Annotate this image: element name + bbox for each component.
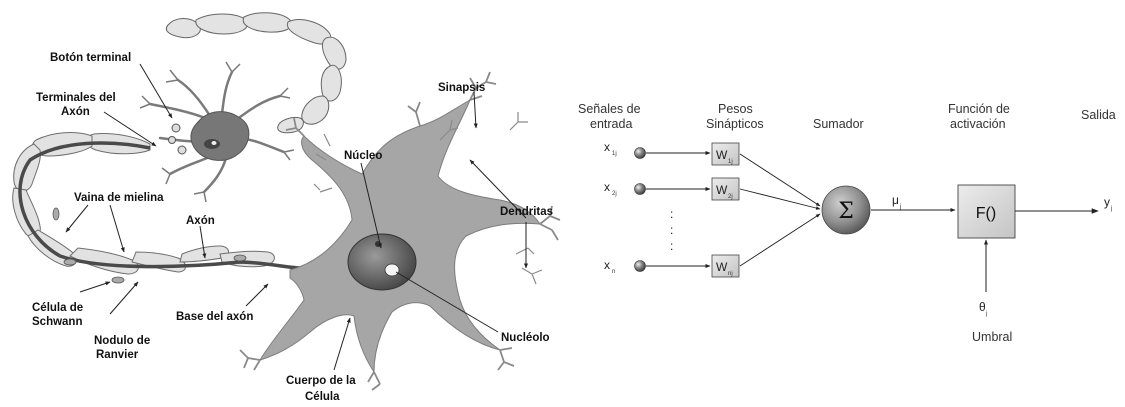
input-sub-n: n: [612, 269, 615, 275]
label-boton-terminal: Botón terminal: [50, 52, 131, 64]
label-axon: Axón: [186, 215, 215, 227]
threshold-sub: j: [985, 311, 987, 317]
activation-box: F(): [958, 185, 1015, 238]
input-node-n: [635, 261, 646, 272]
activation-function-label: F(): [976, 205, 996, 222]
label-nodulo-ranvier-line2: Ranvier: [96, 349, 139, 361]
header-salida: Salida: [1081, 108, 1116, 122]
header-funcion-line2: activación: [950, 117, 1006, 131]
label-cuerpo-celula-line2: Célula: [305, 391, 340, 403]
label-terminales-axon-line2: Axón: [61, 106, 90, 118]
label-base-axon: Base del axón: [176, 311, 253, 323]
output-sub: j: [1110, 206, 1112, 212]
label-terminales-axon-line1: Terminales del: [36, 92, 116, 104]
label-vaina-mielina: Vaina de mielina: [74, 192, 164, 204]
header-pesos-line1: Pesos: [718, 102, 753, 116]
net-sub: j: [899, 204, 901, 210]
nucleus: [348, 234, 416, 290]
header-pesos-line2: Sinápticos: [706, 117, 764, 131]
input-symbol-1: x: [604, 140, 610, 154]
header-senales-line1: Señales de: [578, 102, 641, 116]
label-nodulo-ranvier-line1: Nodulo de: [94, 335, 150, 347]
net-symbol: μ: [892, 193, 899, 207]
header-senales-line2: entrada: [590, 117, 632, 131]
weight-box-n: W nj: [712, 255, 739, 277]
weight-symbol-n: W: [716, 260, 728, 274]
label-dendritas: Dendritas: [500, 206, 553, 218]
input-sub-1: 1j: [612, 151, 617, 157]
weight-sub-n: nj: [728, 271, 733, 277]
ellipsis-dot-1: :: [670, 207, 673, 221]
label-nucleo: Núcleo: [344, 150, 382, 162]
output-symbol: y: [1104, 195, 1110, 209]
label-cuerpo-celula-line1: Cuerpo de la: [286, 375, 356, 387]
threshold-symbol: θ: [979, 300, 986, 314]
input-symbol-n: x: [604, 258, 610, 272]
upper-neuron: [140, 62, 294, 202]
input-sub-2: 2j: [612, 191, 617, 197]
weight-symbol-2: W: [716, 183, 728, 197]
nucleolus: [385, 264, 399, 276]
label-nucleolo: Nucléolo: [501, 332, 550, 344]
input-arrows: [646, 153, 710, 266]
weight-sub-2: 2j: [728, 194, 733, 200]
weight-arrows: [740, 154, 820, 266]
column-headers: Señales de entrada Pesos Sinápticos Suma…: [578, 102, 1116, 131]
schwann-nuclei: [53, 208, 246, 283]
ellipsis-dot-3: :: [670, 239, 673, 253]
input-node-1: [635, 148, 646, 159]
input-node-2: [635, 184, 646, 195]
artificial-neuron: Señales de entrada Pesos Sinápticos Suma…: [578, 102, 1116, 344]
header-sumador: Sumador: [813, 117, 864, 131]
header-funcion-line1: Función de: [948, 102, 1010, 116]
umbral-label: Umbral: [972, 330, 1012, 344]
ellipsis-dot-2: :: [670, 223, 673, 237]
biological-neuron: Botón terminal Terminales del Axón Vaina…: [13, 13, 560, 403]
weight-symbol-1: W: [716, 148, 728, 162]
input-symbol-2: x: [604, 180, 610, 194]
weight-box-2: W 2j: [712, 178, 739, 200]
weight-sub-1: 1j: [728, 159, 733, 165]
label-celula-schwann-line1: Célula de: [32, 302, 83, 314]
summation-symbol: Σ: [838, 199, 854, 224]
label-sinapsis: Sinapsis: [438, 82, 485, 94]
label-celula-schwann-line2: Schwann: [32, 316, 82, 328]
weight-box-1: W 1j: [712, 143, 739, 165]
